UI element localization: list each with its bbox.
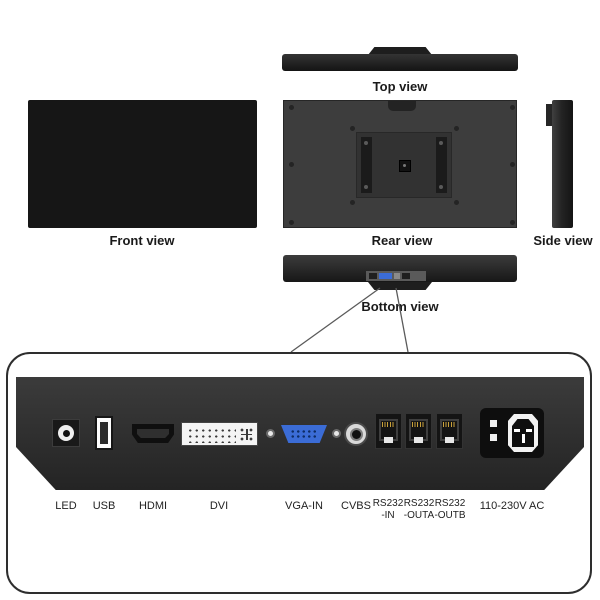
led-center-pin [62,429,70,437]
rj45-pins [443,422,456,427]
screw-icon [510,105,515,110]
rs232-outa-line1: RS232 [403,498,435,509]
led-label: LED [55,500,77,512]
bracket-hole-icon [364,141,368,145]
front-view-label: Front view [109,233,175,248]
rj45-tab [445,437,454,443]
rj45-tab [384,437,393,443]
side-view-label: Side view [533,233,593,248]
rear-handle [388,101,416,111]
top-view-panel [282,54,518,71]
vga-in-label: VGA-IN [285,500,323,512]
led-ring [58,425,74,441]
bottom-view-mount-bump [368,282,432,290]
top-view-label: Top view [372,79,428,94]
ac-pin-slot [526,429,532,432]
bracket-hole-icon [439,141,443,145]
screw-icon [289,220,294,225]
rs232-outb-line2: -OUTB [434,509,466,521]
side-view-panel [552,100,573,228]
rj45-port-rs232-outa-icon [405,413,432,449]
rj45-tab [414,437,423,443]
ac-fuse-mark [490,420,497,427]
screw-icon [289,162,294,167]
cvbs-label: CVBS [341,500,371,512]
ac-pin-slot [521,434,525,443]
bottom-view-connector-strip [366,271,426,281]
dvi-port-icon [181,422,258,446]
rear-center-dot [403,164,406,167]
cvbs-center-hole [349,427,363,441]
bracket-hole-icon [439,185,443,189]
screw-icon [350,126,355,131]
hdmi-label: HDMI [138,500,168,512]
led-dc-jack-icon [52,419,80,447]
mini-port-icon [402,273,410,279]
rj45-pins [382,422,395,427]
screw-icon [454,200,459,205]
dvi-analog-cross [240,427,253,441]
hdmi-slot [137,429,169,438]
rj45-pins [412,422,425,427]
ac-fuse-mark [490,434,497,441]
mini-port-icon [394,273,400,279]
rs232-in-line2: -IN [381,509,395,521]
rs232-in-label: RS232 -IN [373,498,404,521]
ac-power-label: 110-230V AC [479,500,545,512]
mount-bracket-left [361,137,372,193]
dvi-pin-grid [186,425,236,443]
usb-port-icon [95,416,113,450]
top-view-mount-bump [368,47,432,55]
rj45-port-rs232-outb-icon [436,413,463,449]
screw-icon [454,126,459,131]
rear-view-label: Rear view [371,233,433,248]
mini-port-icon [369,273,377,279]
vga-pin-holes [289,428,319,440]
front-view-screen [28,100,257,228]
bracket-hole-icon [364,185,368,189]
ac-c14-socket [508,414,538,452]
usb-tongue [100,422,108,444]
hdmi-port-icon [132,424,174,443]
rs232-in-line1: RS232 [372,498,404,509]
ac-c14-opening [512,419,534,447]
mini-vga-icon [379,273,392,279]
side-view-tab [546,104,552,126]
dvi-label: DVI [209,500,229,512]
ac-pin-slot [514,429,520,432]
screw-icon [266,429,275,438]
rs232-outa-label: RS232 -OUTA [404,498,435,521]
rs232-outb-line1: RS232 [434,498,466,509]
rj45-port-rs232-in-icon [375,413,402,449]
screw-icon [510,162,515,167]
usb-label: USB [92,500,116,512]
cvbs-rca-jack-icon [344,422,368,446]
screw-icon [350,200,355,205]
screw-icon [510,220,515,225]
rs232-outa-line2: -OUTA [403,509,435,521]
screw-icon [332,429,341,438]
mount-bracket-right [436,137,447,193]
screw-icon [289,105,294,110]
rs232-outb-label: RS232 -OUTB [434,498,465,521]
bottom-view-label: Bottom view [361,299,439,314]
